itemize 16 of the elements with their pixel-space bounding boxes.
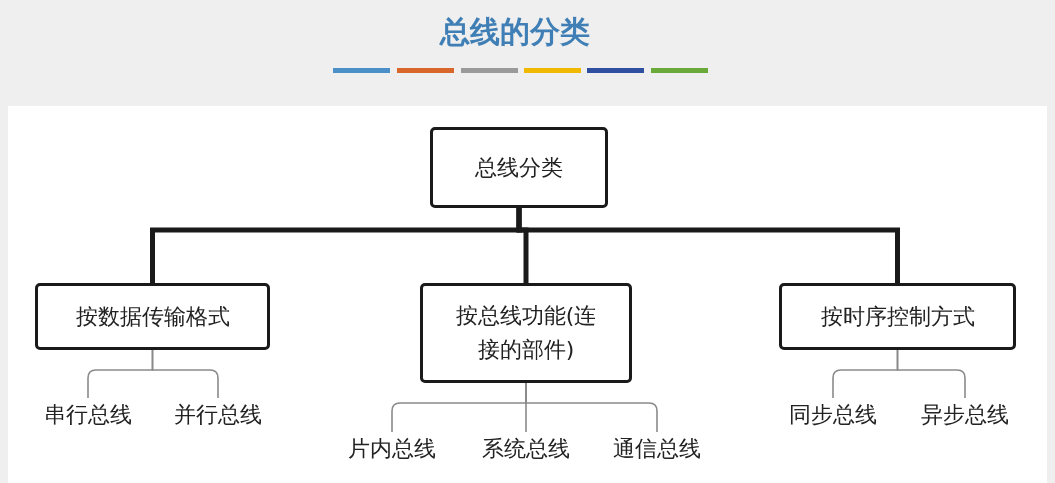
leaf-label: 同步总线 [789,398,877,432]
leaf-label: 片内总线 [348,432,436,466]
leaf-label: 异步总线 [921,398,1009,432]
category-box: 按总线功能(连接的部件) [420,283,632,383]
connector-line [151,349,219,399]
connector-line [525,382,658,433]
leaf-label: 并行总线 [174,398,262,432]
category-box: 按时序控制方式 [779,283,1016,350]
connector-line [516,208,900,283]
leaf-label: 系统总线 [482,432,570,466]
title: 总线的分类 [438,13,591,51]
connector-line [896,349,966,399]
category-box: 按数据传输格式 [35,283,270,350]
leaf-label: 串行总线 [44,398,132,432]
category-box: 总线分类 [430,127,608,208]
leaf-label: 通信总线 [613,432,701,466]
